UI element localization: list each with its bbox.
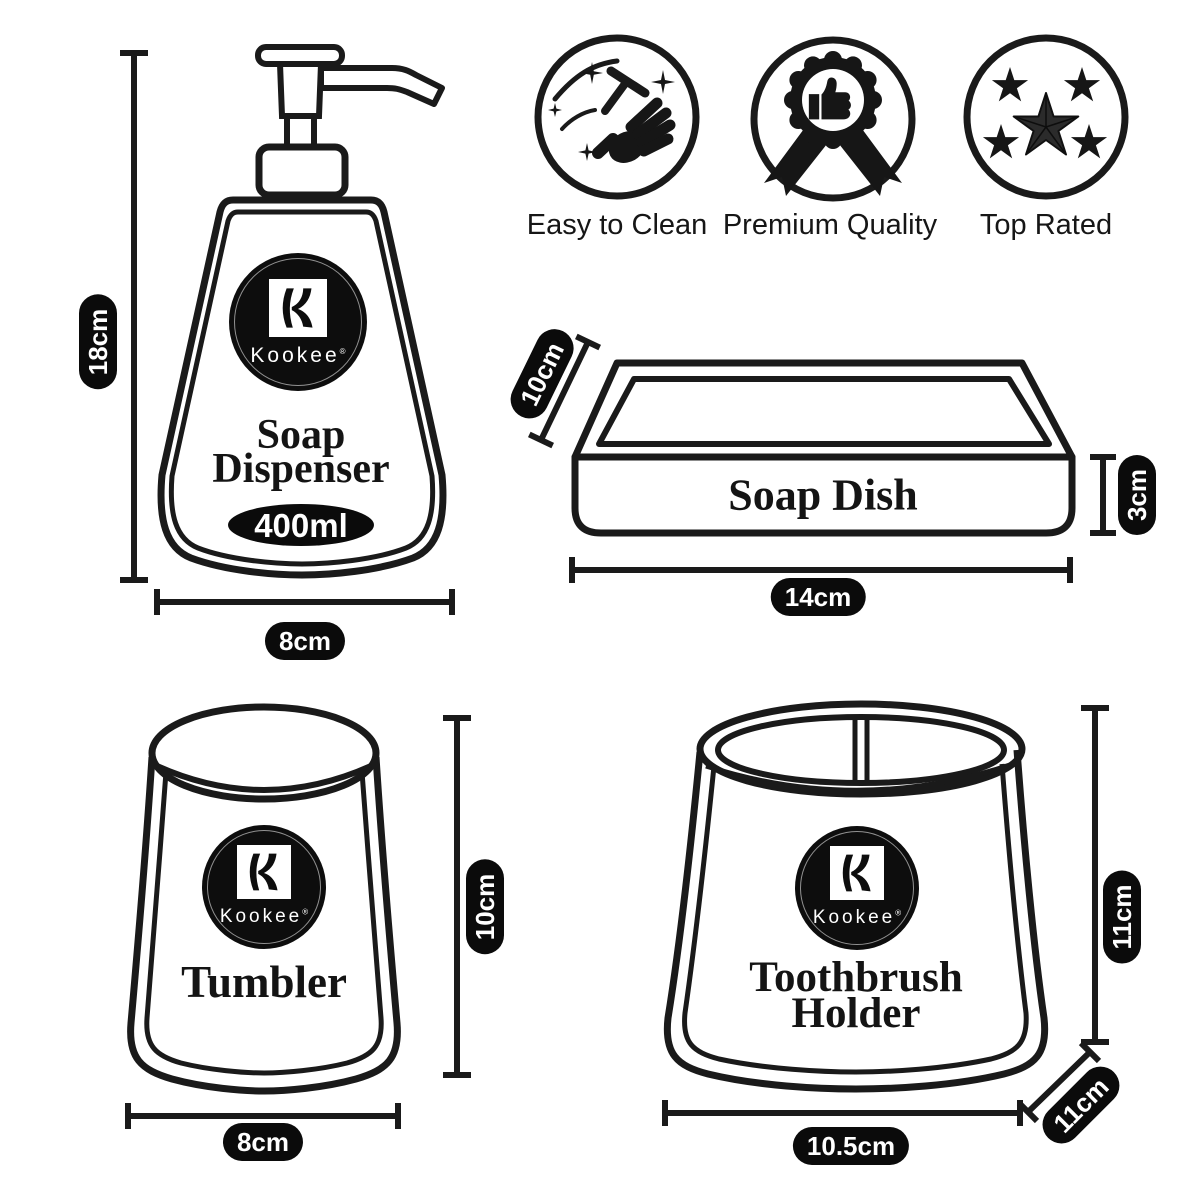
tumbler-drawing [127,703,401,1095]
holder-rim-inner [715,714,1007,786]
easy-to-clean-icon [534,34,700,200]
thumbs-up-icon [808,77,851,120]
tumbler-body-outer [127,756,401,1095]
dim-line-holder-width [662,1100,1023,1126]
dim-line-dish-height [1090,454,1116,536]
dim-line-tumbler-height [443,715,471,1078]
pump-collar [255,143,349,199]
pump-head [276,61,325,119]
bottle-body-outer [157,196,447,579]
dim-line-holder-height [1081,705,1109,1045]
tumbler-body-inner [144,771,384,1076]
pump-stem [284,113,317,150]
big-star-icon [1012,92,1080,156]
holder-body-inner [682,763,1029,1075]
hand-fingers [592,97,676,159]
dim-line-holder-depth [1016,1040,1102,1124]
pump-nozzle [318,65,445,107]
dim-line-dispenser-height [120,50,148,583]
dim-line-dish-width [569,557,1073,583]
sparkle-icons [548,62,675,161]
soap-dispenser-drawing [157,44,447,579]
tumbler-rim [148,703,380,803]
dish-front-face [571,453,1076,537]
top-rated-icon [963,34,1129,200]
dish-inner-rim [596,376,1052,447]
holder-body-outer [663,749,1049,1093]
bottle-body-inner [168,209,436,567]
premium-quality-icon [750,36,916,202]
holder-rim-lower [705,760,1017,793]
holder-rim-outer [696,700,1026,798]
small-star-icons [982,67,1108,159]
tumbler-rim-lower [155,763,373,793]
dim-line-tumbler-width [125,1103,401,1129]
dim-line-dispenser-width [154,589,455,615]
toothbrush-holder-drawing [663,700,1049,1093]
soap-dish-drawing [571,359,1076,537]
